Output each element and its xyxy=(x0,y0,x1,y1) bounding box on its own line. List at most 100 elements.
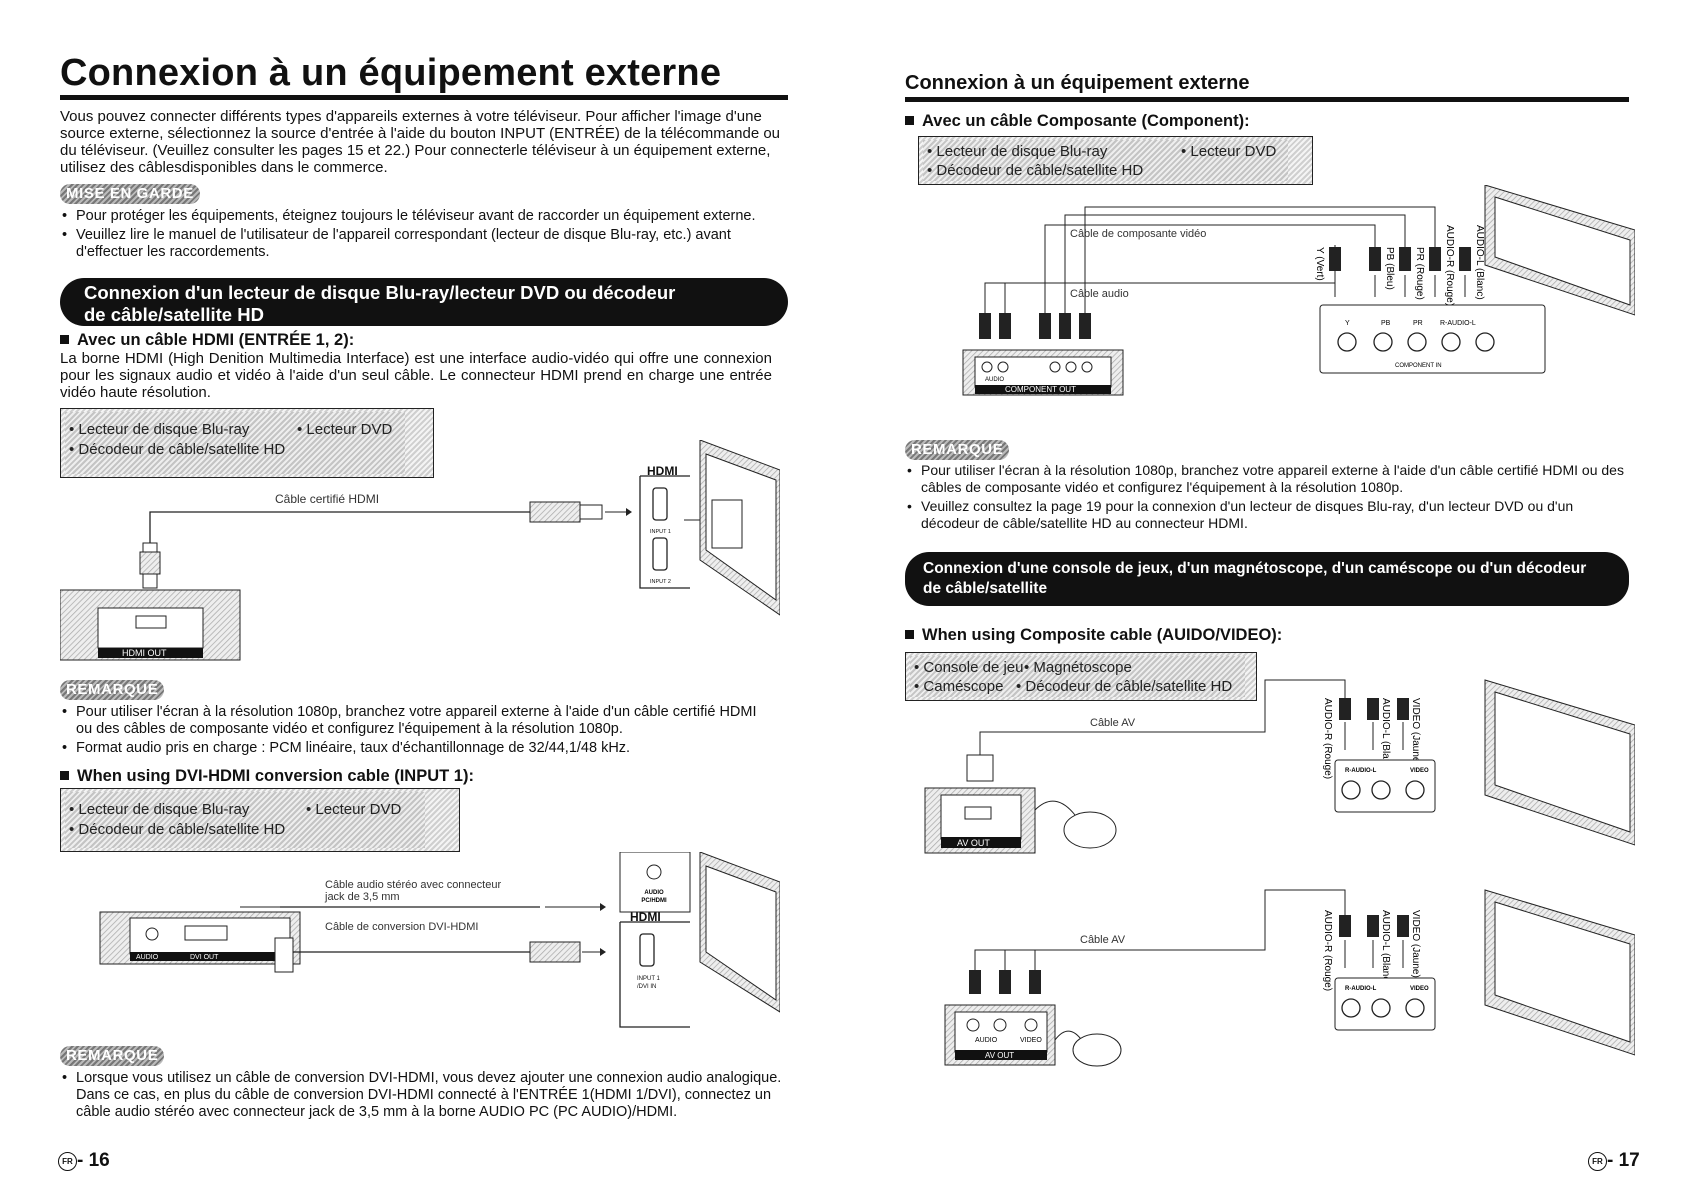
av-cable-label: Câble AV xyxy=(1090,717,1136,729)
page-number: FR- 17 xyxy=(1588,1150,1640,1172)
remark-list: Lorsque vous utilisez un câble de conver… xyxy=(60,1070,788,1123)
fr-language-icon: FR xyxy=(1588,1152,1607,1171)
device-item: • Lecteur de disque Blu-ray xyxy=(69,801,250,818)
input1-label: INPUT 1 xyxy=(650,529,671,535)
remark-badge: REMARQUE xyxy=(60,680,165,700)
remark-badge: REMARQUE xyxy=(905,440,1010,460)
device-list-box: • Lecteur de disque Blu-ray • Lecteur DV… xyxy=(60,788,460,852)
input2-label: INPUT 2 xyxy=(650,579,671,585)
composite-heading: When using Composite cable (AUIDO/VIDEO)… xyxy=(905,626,1282,645)
remark-badge: REMARQUE xyxy=(60,1046,165,1066)
hdmi-logo: HDMI xyxy=(630,910,661,924)
device-item: • Caméscope xyxy=(914,678,1004,695)
banner-line: Connexion d'une console de jeux, d'un ma… xyxy=(923,560,1587,577)
composite-connection-diagram: Câble AV AV OUT AUDIO-R (Rouge) AUDIO-L … xyxy=(924,679,1635,854)
device-item: • Magnétoscope xyxy=(1024,659,1132,676)
remark-item: Pour utiliser l'écran à la résolution 10… xyxy=(60,704,765,738)
square-bullet-icon xyxy=(60,771,69,780)
component-out-label: COMPONENT OUT xyxy=(1005,385,1076,394)
label-audio-l: AUDIO-L (Blanc) xyxy=(1380,910,1391,985)
square-bullet-icon xyxy=(905,630,914,639)
banner-line: de câble/satellite HD xyxy=(84,304,264,325)
tv-audio-label: R-AUDIO-L xyxy=(1345,768,1377,774)
audio-cable-label: Câble audio stéréo avec connecteur xyxy=(325,879,501,891)
device-item: • Décodeur de câble/satellite HD xyxy=(69,821,286,838)
hdmi-connection-diagram: Câble certifié HDMI HDMI OUT HDMI INPUT … xyxy=(60,440,780,661)
banner-line: Connexion d'un lecteur de disque Blu-ray… xyxy=(84,282,676,303)
tv-video-label: VIDEO xyxy=(1410,768,1429,774)
device-item: • Décodeur de câble/satellite HD xyxy=(927,162,1144,179)
tv-pb-label: PB xyxy=(1381,320,1391,327)
device-item: • Console de jeu xyxy=(914,659,1024,676)
section-banner-bluray: Connexion d'un lecteur de disque Blu-ray… xyxy=(60,278,788,326)
tv-audio-label: AUDIO xyxy=(644,890,664,896)
audio-cable-label: Câble audio xyxy=(1070,288,1129,300)
input1-label: INPUT 1 xyxy=(637,976,661,982)
remark-list: Pour utiliser l'écran à la résolution 10… xyxy=(905,462,1625,534)
dvi-connection-diagram: Câble audio stéréo avec connecteur jack … xyxy=(99,852,780,1028)
page-number: FR- 16 xyxy=(58,1150,110,1172)
port-dvi-label: DVI OUT xyxy=(190,954,219,961)
device-item: • Lecteur DVD xyxy=(306,801,402,818)
device-audio-label: AUDIO xyxy=(985,377,1004,383)
device-item: • Lecteur de disque Blu-ray xyxy=(927,143,1108,160)
port-audio-label: AUDIO xyxy=(136,954,159,961)
video-cable-label: Câble de composante vidéo xyxy=(1070,228,1206,240)
remark-item: Format audio pris en charge : PCM linéai… xyxy=(60,740,765,757)
caution-item: Pour protéger les équipements, éteignez … xyxy=(60,208,760,225)
hdmi-out-label: HDMI OUT xyxy=(122,648,167,658)
remark-list: Pour utiliser l'écran à la résolution 10… xyxy=(60,704,765,759)
label-audio-r: AUDIO-R (Rouge) xyxy=(1444,225,1455,306)
title-rule xyxy=(60,95,788,100)
square-bullet-icon xyxy=(60,335,69,344)
label-video: VIDEO (Jaune) xyxy=(1410,698,1421,766)
label-audio-l: AUDIO-L (Blanc) xyxy=(1380,698,1391,773)
component-connection-diagram: Câble de composante vidéo Câble audio AU… xyxy=(962,185,1635,396)
tv-audio-label: R-AUDIO-L xyxy=(1440,320,1476,327)
title-rule xyxy=(905,97,1629,102)
device-item: • Lecteur DVD xyxy=(1181,143,1277,160)
device-video-label: VIDEO xyxy=(1020,1037,1042,1044)
device-list-box: • Console de jeu • Magnétoscope • Camésc… xyxy=(905,652,1257,701)
audio-cable-label: jack de 3,5 mm xyxy=(324,891,400,903)
device-item: • Décodeur de câble/satellite HD xyxy=(1016,678,1233,695)
device-item: • Lecteur DVD xyxy=(297,421,393,438)
component-heading: Avec un câble Composante (Component): xyxy=(905,112,1250,131)
label-audio-r: AUDIO-R (Rouge) xyxy=(1322,698,1333,779)
dvi-cable-label: Câble de conversion DVI-HDMI xyxy=(325,921,478,933)
input1-label: /DVI IN xyxy=(637,984,656,990)
av-out-label: AV OUT xyxy=(985,1051,1014,1060)
hdmi-cable-label: Câble certifié HDMI xyxy=(275,492,379,506)
hdmi-logo: HDMI xyxy=(647,464,678,478)
label-pb: PB (Bleu) xyxy=(1384,247,1395,290)
caution-badge: MISE EN GARDE xyxy=(60,184,200,204)
av-out-label: AV OUT xyxy=(957,838,990,848)
tv-audio-label: PC/HDMI xyxy=(641,898,667,904)
label-audio-r: AUDIO-R (Rouge) xyxy=(1322,910,1333,991)
av-cable-label: Câble AV xyxy=(1080,934,1126,946)
composite-connection-diagram-2: Câble AV AUDIO VIDEO AV OUT AUDIO-R (Rou… xyxy=(944,889,1635,1067)
section-banner-console: Connexion d'une console de jeux, d'un ma… xyxy=(905,552,1629,606)
remark-item: Lorsque vous utilisez un câble de conver… xyxy=(60,1070,788,1121)
device-list-box: • Lecteur de disque Blu-ray • Lecteur DV… xyxy=(918,136,1313,185)
page-title-right: Connexion à un équipement externe xyxy=(905,72,1250,94)
label-audio-l: AUDIO-L (Blanc) xyxy=(1474,225,1485,300)
tv-video-label: VIDEO xyxy=(1410,986,1429,992)
tv-audio-label: R-AUDIO-L xyxy=(1345,986,1377,992)
square-bullet-icon xyxy=(905,116,914,125)
caution-item: Veuillez lire le manuel de l'utilisateur… xyxy=(60,227,760,261)
remark-item: Pour utiliser l'écran à la résolution 10… xyxy=(905,462,1625,496)
caution-list: Pour protéger les équipements, éteignez … xyxy=(60,208,760,263)
tv-y-label: Y xyxy=(1345,320,1350,327)
hdmi-heading: Avec un câble HDMI (ENTRÉE 1, 2): xyxy=(60,331,354,350)
label-pr: PR (Rouge) xyxy=(1414,247,1425,300)
tv-pr-label: PR xyxy=(1413,320,1423,327)
remark-item: Veuillez consultez la page 19 pour la co… xyxy=(905,498,1625,532)
device-audio-label: AUDIO xyxy=(975,1037,998,1044)
device-list-box: • Lecteur de disque Blu-ray • Lecteur DV… xyxy=(60,408,434,478)
intro-paragraph: Vous pouvez connecter différents types d… xyxy=(60,108,781,176)
device-item: • Décodeur de câble/satellite HD xyxy=(69,441,286,458)
dvi-heading: When using DVI-HDMI conversion cable (IN… xyxy=(60,767,474,786)
banner-line: de câble/satellite xyxy=(923,580,1048,597)
label-y: Y (Vert) xyxy=(1314,247,1325,281)
